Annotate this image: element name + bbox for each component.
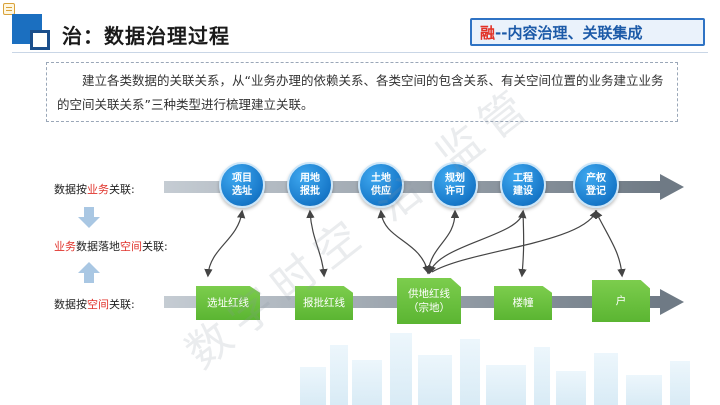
connector-xuke [424,209,460,275]
node-construction[interactable]: 工程建设 [500,162,546,208]
connector-hu [594,209,626,278]
node-property-registration[interactable]: 产权登记 [573,162,619,208]
row-label-spatial: 数据按空间关联: [54,298,135,311]
up-arrow-icon [78,262,100,283]
app-menu-icon[interactable] [3,3,15,15]
business-flow-arrowhead [660,174,684,200]
node-supply-red-line[interactable]: 供地红线（宗地） [397,278,461,324]
connector-dengji [431,209,598,273]
connector-loudong [518,211,527,278]
badge-highlight: 融 [480,23,496,42]
node-building[interactable]: 楼幢 [494,286,552,320]
connector-baopi [306,209,328,278]
node-approval-red-line[interactable]: 报批红线 [295,286,353,320]
node-site-red-line[interactable]: 选址红线 [196,286,260,320]
title-divider [12,52,708,53]
page-title: 治：数据治理过程 [62,24,230,48]
spatial-flow-arrowhead [660,289,684,315]
logo-square-outline-icon [30,30,50,50]
skyline-decoration [260,325,720,405]
node-land-supply[interactable]: 土地供应 [358,162,404,208]
badge-text: --内容治理、关联集成 [495,23,643,42]
node-land-approval[interactable]: 用地报批 [287,162,333,208]
row-label-landing: 业务数据落地空间关联: [54,240,168,253]
node-project-site-selection[interactable]: 项目选址 [219,162,265,208]
section-badge: 融 --内容治理、关联集成 [470,18,705,46]
connector-xuanzhi [204,209,246,278]
description-box: 建立各类数据的关联关系，从“业务办理的依赖关系、各类空间的包含关系、有关空间位置… [46,62,678,122]
row-label-business: 数据按业务关联: [54,183,135,196]
node-household[interactable]: 户 [592,280,650,322]
down-arrow-icon [78,207,100,228]
node-planning-permit[interactable]: 规划许可 [432,162,478,208]
connector-jianshe [428,209,527,275]
